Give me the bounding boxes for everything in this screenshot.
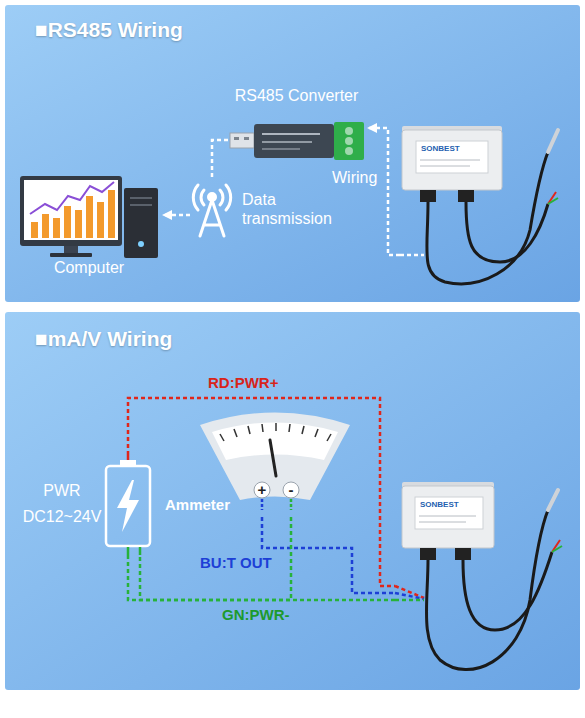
power-supply: PWR DC12~24V (18, 455, 158, 555)
terminal-sign: + (254, 481, 270, 499)
wire (140, 517, 291, 600)
sensor-device: SONBEST (395, 478, 560, 678)
antenna-icon: Data transmission (190, 180, 365, 238)
wire (164, 214, 190, 217)
wire-label: Wiring (332, 168, 377, 187)
wiring-panel: ■mA/V WiringPWR DC12~24V Ammeter SONBEST (5, 312, 580, 690)
supply-label: PWR (18, 481, 106, 500)
ammeter: Ammeter (165, 400, 355, 517)
antenna-icon (193, 185, 230, 236)
sensor-device: SONBEST (400, 122, 560, 292)
wire (369, 128, 400, 255)
panel-ground (5, 5, 580, 302)
computer-icon: Computer (18, 168, 164, 280)
panel-title: ■RS485 Wiring (35, 17, 183, 42)
wire (212, 140, 228, 180)
voltage-label: DC12~24V (18, 507, 106, 526)
meter-label: Ammeter (165, 496, 230, 514)
terminal-sign: - (283, 481, 299, 499)
wire-label: RD:PWR+ (208, 374, 278, 392)
device-label: Computer (18, 258, 160, 277)
wire-label: GN:PWR- (222, 606, 290, 624)
wire (128, 555, 395, 600)
ammeter-picture (200, 413, 350, 511)
computer-picture (20, 176, 158, 258)
wire (262, 517, 395, 593)
converter-picture (230, 122, 364, 160)
wiring-panel: ■RS485 WiringComputer Data transmission RS… (5, 5, 580, 302)
sensor-picture (400, 126, 558, 284)
panel-ground (5, 312, 580, 690)
battery-icon (106, 455, 150, 555)
brand-label: SONBEST (420, 500, 459, 510)
panel-title: ■mA/V Wiring (35, 326, 172, 351)
device-heading: RS485 Converter (228, 86, 365, 105)
converter-device: RS485 Converter (228, 84, 369, 166)
brand-label: SONBEST (421, 144, 460, 154)
link-label: Data transmission (242, 190, 354, 228)
wire (128, 398, 395, 586)
sensor-picture (395, 482, 562, 670)
wire-label: BU:T OUT (200, 554, 272, 572)
